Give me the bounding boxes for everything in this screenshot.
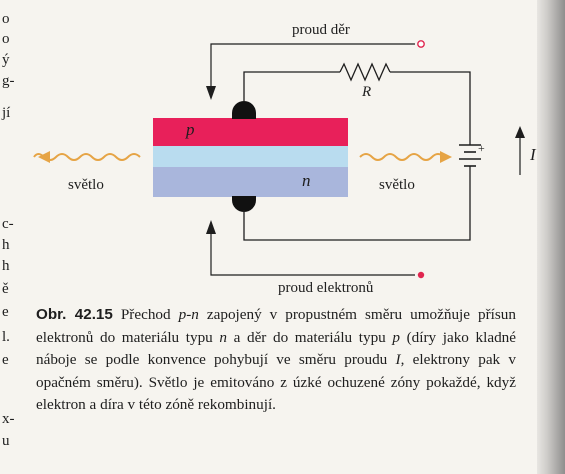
light-right-label: světlo (379, 177, 415, 193)
p-region-label: p (186, 120, 195, 139)
bottom-contact (232, 196, 256, 212)
margin-fragment: h (2, 258, 10, 274)
figure-number: Obr. 42.15 (36, 306, 113, 323)
margin-fragment: ě (2, 281, 9, 297)
electron-current-arrow (206, 220, 415, 276)
caption-text: zapojený v propustném směru umožňuje pří… (36, 306, 516, 346)
margin-fragment: ý (2, 52, 10, 68)
caption-variable: I (395, 351, 401, 369)
margin-fragment: l. (2, 329, 10, 345)
page-gutter-shadow (537, 0, 565, 474)
electron-terminal-dot (417, 271, 425, 279)
depletion-layer (153, 146, 348, 167)
margin-fragment: c- (2, 216, 14, 232)
caption-variable: p (392, 328, 400, 346)
caption-variable: p-n (178, 306, 199, 323)
margin-fragment: h (2, 237, 10, 253)
n-region-label: n (302, 171, 311, 190)
p-layer (153, 118, 348, 146)
top-wire (243, 62, 481, 241)
margin-fragment: o (2, 11, 10, 27)
margin-fragment: g- (2, 73, 15, 89)
hole-terminal-dot (417, 40, 425, 48)
margin-fragment: e (2, 352, 9, 368)
hole-current-label: proud děr (292, 22, 350, 38)
light-wave-left (33, 151, 141, 163)
n-layer (153, 167, 348, 197)
light-wave-right (359, 151, 452, 163)
caption-text: , elektrony pak v opačném směru). Světlo… (36, 351, 516, 414)
margin-fragment: o (2, 31, 10, 47)
current-label: I (530, 145, 536, 164)
current-arrow (515, 126, 525, 175)
margin-fragment: jí (2, 105, 11, 121)
caption-text: (díry jako kladné náboje se podle konven… (36, 328, 517, 369)
top-contact (232, 101, 256, 119)
caption-text: a děr do materiálu typu (226, 328, 393, 346)
battery-plus-label: + (478, 141, 485, 155)
caption-text: Přechod (112, 306, 179, 323)
margin-fragment: x- (2, 411, 15, 427)
margin-fragment: u (2, 433, 10, 449)
figure-caption: Obr. 42.15 Přechod p-n zapojený v propus… (36, 304, 516, 417)
margin-fragment: e (2, 304, 9, 320)
caption-variable: n (219, 328, 227, 346)
hole-current-arrow (206, 43, 415, 100)
pn-junction-diagram (33, 40, 525, 279)
resistor-label: R (362, 84, 372, 100)
light-left-label: světlo (68, 177, 104, 193)
electron-current-label: proud elektronů (278, 280, 374, 296)
